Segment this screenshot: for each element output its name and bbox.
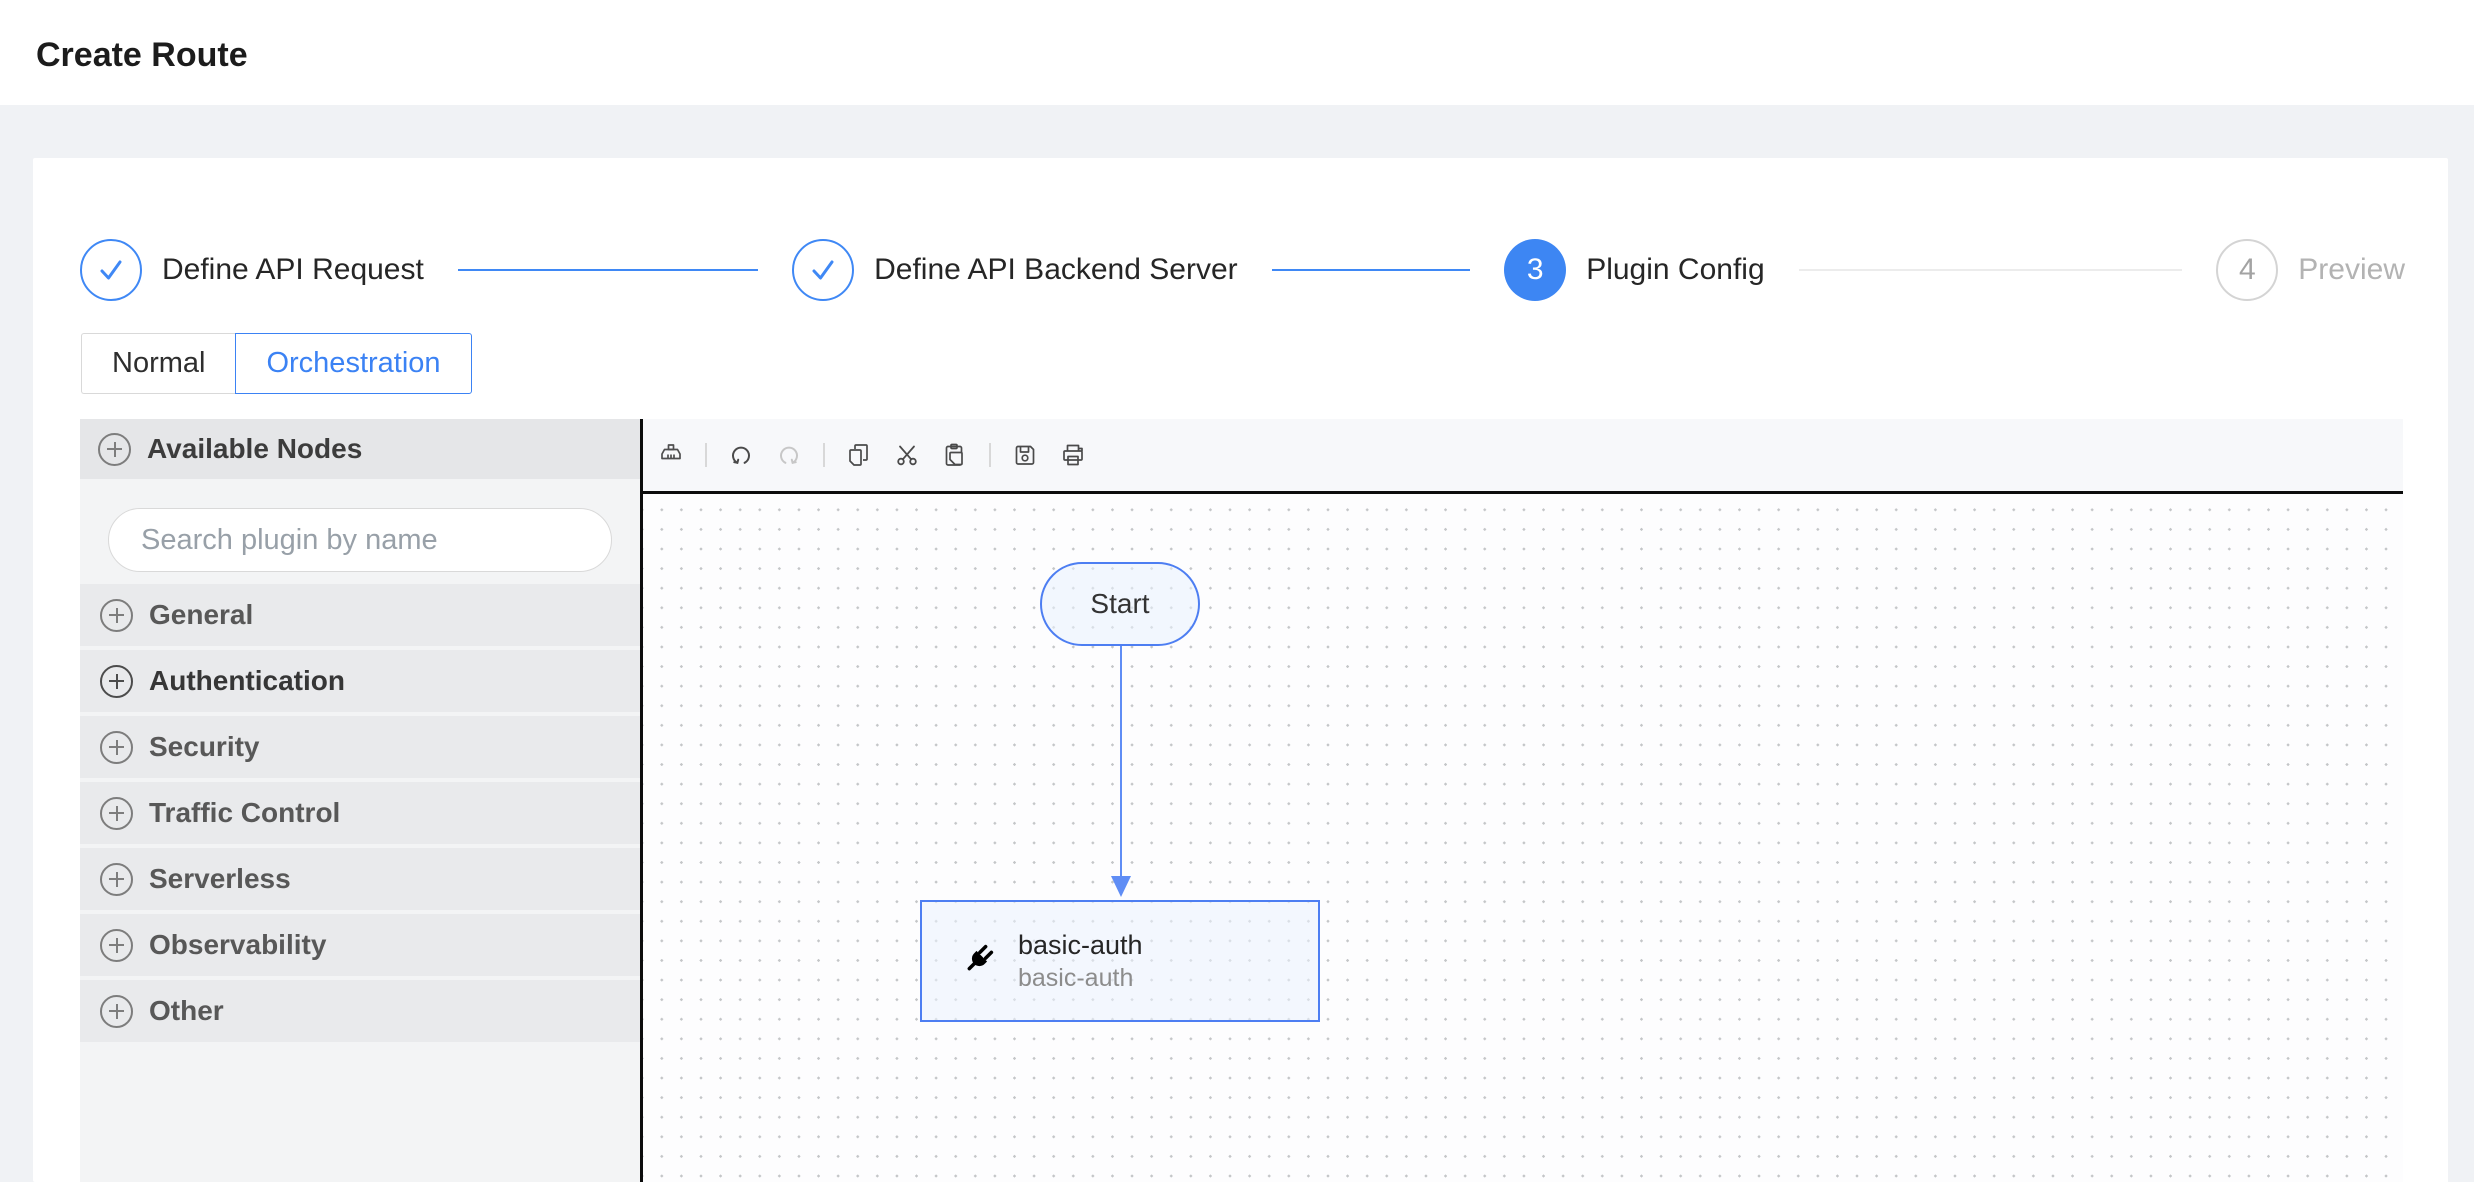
step-connector-3	[1798, 269, 2183, 271]
right-gutter	[2403, 419, 2448, 1182]
plus-circle-icon	[100, 862, 133, 896]
redo-icon	[780, 446, 798, 464]
category-general[interactable]: General	[80, 584, 640, 646]
plugin-node-basic-auth[interactable]: basic-auth basic-auth	[920, 900, 1320, 1022]
plugin-node-subtitle: basic-auth	[1018, 963, 1134, 992]
undo-icon[interactable]	[727, 441, 755, 469]
page-title: Create Route	[36, 36, 248, 74]
available-nodes-label: Available Nodes	[147, 433, 363, 464]
flow-canvas[interactable]: Start basic-auth basic-auth	[643, 494, 2403, 1182]
plugin-icon	[967, 944, 994, 971]
step-4-number-badge: 4	[2216, 239, 2279, 301]
steps-bar: Define API Request Define API Backend Se…	[80, 239, 2405, 301]
step-define-api-backend-server: Define API Backend Server	[792, 239, 1504, 301]
flow-toolbar	[643, 419, 2403, 494]
print-icon[interactable]	[1059, 441, 1087, 469]
category-serverless[interactable]: Serverless	[80, 848, 640, 910]
flow-editor: Start basic-auth basic-auth	[640, 419, 2403, 1182]
plus-circle-icon	[100, 796, 133, 830]
available-nodes-panel: Available Nodes General Authentication S…	[80, 419, 640, 1182]
step-1-label: Define API Request	[162, 253, 424, 286]
plugin-search-wrap	[80, 479, 640, 584]
step-3-number-badge: 3	[1504, 239, 1567, 301]
page-header: Create Route	[0, 0, 2474, 105]
cut-icon[interactable]	[893, 441, 921, 469]
save-icon[interactable]	[1011, 441, 1039, 469]
plus-circle-icon	[100, 994, 133, 1028]
tab-orchestration[interactable]: Orchestration	[235, 333, 472, 394]
tab-normal[interactable]: Normal	[81, 333, 236, 394]
flow-edge-arrowhead	[1111, 876, 1131, 897]
mode-tabs: Normal Orchestration	[81, 333, 472, 394]
plus-circle-icon	[100, 730, 133, 764]
flow-edge	[1120, 646, 1122, 876]
category-traffic-control[interactable]: Traffic Control	[80, 782, 640, 844]
orchestration-content: Available Nodes General Authentication S…	[80, 419, 2448, 1182]
plugin-node-texts: basic-auth basic-auth	[1018, 929, 1143, 994]
available-nodes-header[interactable]: Available Nodes	[80, 419, 640, 479]
step-connector-2	[1271, 269, 1471, 271]
step-3-label: Plugin Config	[1586, 253, 1765, 286]
toolbar-divider	[705, 443, 707, 467]
category-observability[interactable]: Observability	[80, 914, 640, 976]
plugin-search-input[interactable]	[108, 508, 612, 572]
step-2-check-icon	[792, 239, 855, 301]
copy-icon[interactable]	[845, 441, 873, 469]
plugin-node-title: basic-auth	[1018, 929, 1143, 960]
step-4-label: Preview	[2298, 253, 2405, 286]
plus-circle-icon	[98, 432, 131, 466]
category-authentication[interactable]: Authentication	[80, 650, 640, 712]
paste-icon[interactable]	[941, 441, 969, 469]
route-wizard-card: Define API Request Define API Backend Se…	[33, 158, 2448, 1182]
plus-circle-icon	[100, 598, 133, 632]
step-2-label: Define API Backend Server	[874, 253, 1238, 286]
step-define-api-request: Define API Request	[80, 239, 792, 301]
step-plugin-config: 3 Plugin Config	[1504, 239, 2216, 301]
toolbar-divider	[823, 443, 825, 467]
category-other[interactable]: Other	[80, 980, 640, 1042]
step-1-check-icon	[80, 239, 142, 301]
clear-canvas-icon[interactable]	[657, 441, 685, 469]
plus-circle-icon	[100, 928, 133, 962]
plus-circle-icon	[100, 664, 133, 698]
toolbar-divider	[989, 443, 991, 467]
start-node[interactable]: Start	[1040, 562, 1200, 646]
step-connector-1	[457, 269, 759, 271]
step-preview: 4 Preview	[2216, 239, 2405, 301]
category-security[interactable]: Security	[80, 716, 640, 778]
